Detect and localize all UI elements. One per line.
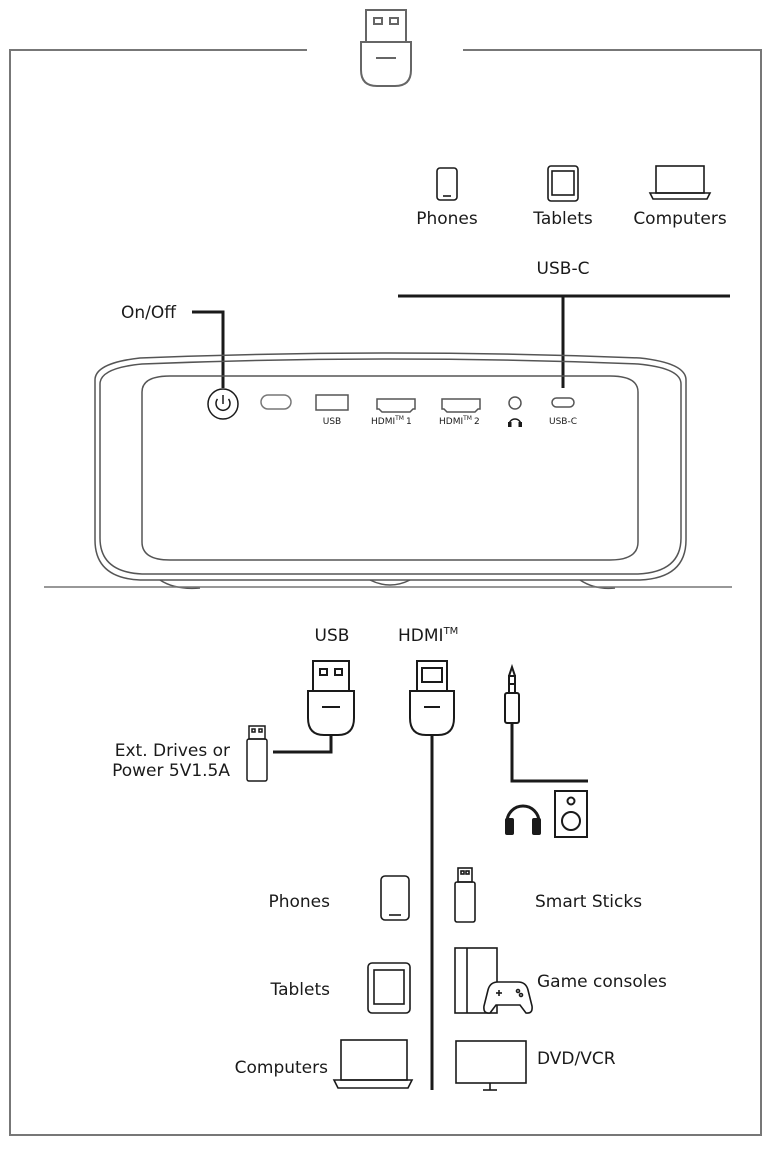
usb-plug-header-icon [360, 9, 412, 87]
ir-sensor [260, 394, 292, 410]
ext-drives-label-line1: Ext. Drives or [115, 741, 230, 761]
laptop-icon [648, 165, 712, 200]
headphones-icon [505, 804, 541, 835]
hdmi-plug-icon [409, 660, 455, 736]
phone-icon [436, 167, 458, 201]
laptop-icon-left [332, 1039, 414, 1089]
left-computers-label: Computers [235, 1058, 329, 1078]
hdmi-title: HDMITM [398, 626, 458, 646]
left-phones-label: Phones [268, 892, 330, 912]
usb-title: USB [315, 626, 350, 646]
smart-sticks-label: Smart Sticks [535, 892, 642, 912]
top-tablets-label: Tablets [532, 209, 593, 229]
projector-body [94, 352, 687, 590]
outer-frame [9, 49, 762, 1136]
usb-drive-icon [246, 725, 268, 782]
usb-c-connector-line [398, 294, 730, 388]
power-button-icon[interactable] [207, 388, 239, 420]
phone-icon-left [380, 875, 410, 921]
hdmi1-port[interactable] [376, 398, 416, 413]
speaker-icon [554, 790, 588, 838]
top-phones-label: Phones [416, 209, 478, 229]
audio-jack-port[interactable] [508, 396, 522, 410]
usb-c-port[interactable] [551, 397, 575, 408]
game-consoles-label: Game consoles [537, 972, 667, 992]
on-off-label: On/Off [121, 303, 177, 323]
usb-port-label: USB [323, 417, 341, 427]
usb-c-port-label: USB-C [549, 417, 577, 427]
left-tablets-label: Tablets [270, 980, 331, 1000]
audio-jack-plug-icon [504, 663, 520, 724]
tablet-icon-left [367, 962, 411, 1014]
on-off-connector-line [192, 310, 225, 388]
usb-cable [273, 735, 333, 754]
ext-drives-label-line2: Power 5V1.5A [112, 761, 230, 781]
tablet-icon [547, 165, 579, 202]
usb-port[interactable] [315, 394, 349, 411]
dvd-vcr-icon [455, 1040, 527, 1091]
dvd-vcr-label: DVD/VCR [537, 1049, 616, 1069]
usb-c-title: USB-C [537, 259, 590, 279]
usb-plug-icon [307, 660, 355, 736]
smart-stick-icon [454, 867, 476, 923]
audio-cable [510, 723, 588, 783]
top-computers-label: Computers [633, 209, 727, 229]
hdmi2-port[interactable] [441, 398, 481, 413]
headphone-port-icon [508, 418, 522, 427]
game-console-icon [454, 947, 533, 1014]
